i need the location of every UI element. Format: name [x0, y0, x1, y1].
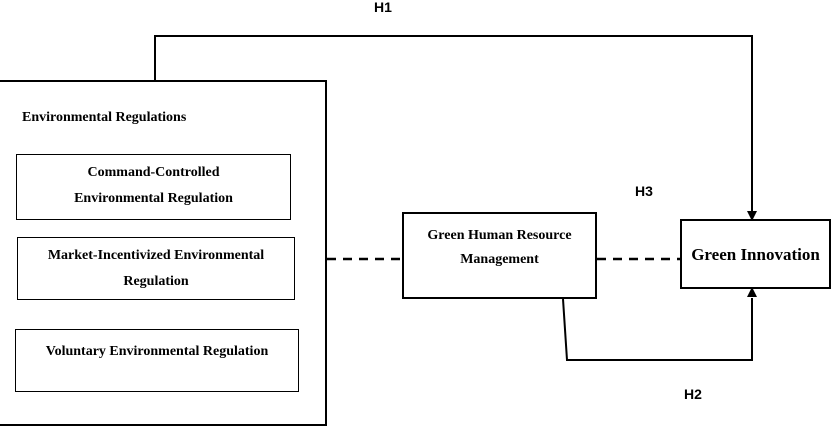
green-innovation-box: Green Innovation	[680, 219, 831, 289]
environmental-regulations-title: Environmental Regulations	[22, 110, 187, 125]
h2-path	[562, 298, 753, 361]
command-controlled-line1: Command-Controlled	[87, 165, 220, 180]
environmental-regulations-box: Environmental Regulations Command-Contro…	[0, 80, 327, 426]
h1-arrowhead	[747, 211, 757, 221]
voluntary-line1: Voluntary Environmental Regulation	[45, 344, 269, 359]
ghrm-line2: Management	[460, 252, 539, 267]
command-controlled-line2: Environmental Regulation	[74, 191, 233, 206]
h1-label: H1	[374, 0, 392, 15]
h2-label: H2	[684, 386, 702, 402]
h1-path	[154, 35, 753, 212]
ghrm-box: Green Human Resource Management	[402, 212, 597, 299]
h3-label: H3	[635, 183, 653, 199]
market-incentivized-box: Market-Incentivized Environmental Regula…	[17, 237, 295, 300]
voluntary-box: Voluntary Environmental Regulation	[15, 329, 299, 392]
market-incentivized-line1: Market-Incentivized Environmental	[47, 248, 265, 263]
ghrm-line1: Green Human Resource	[427, 228, 572, 243]
command-controlled-box: Command-Controlled Environmental Regulat…	[16, 154, 291, 220]
market-incentivized-line2: Regulation	[123, 274, 189, 289]
green-innovation-label: Green Innovation	[691, 245, 820, 264]
h2-arrowhead	[747, 287, 757, 297]
